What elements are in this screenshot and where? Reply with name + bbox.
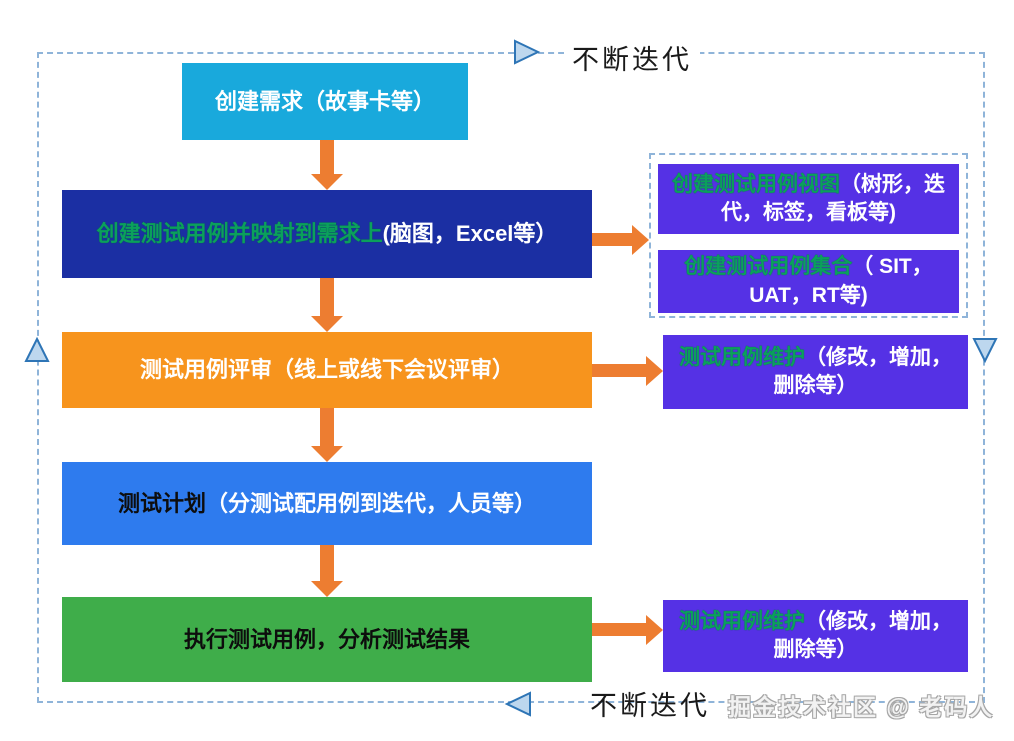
node-maintain-after-execute-highlight: 测试用例维护 xyxy=(679,609,805,633)
node-maintain-after-review-highlight: 测试用例维护 xyxy=(679,345,805,369)
node-create-testcase-rest: (脑图，Excel等） xyxy=(382,221,558,247)
arrow-review-to-maintain xyxy=(592,355,663,387)
iteration-arrow-right-icon xyxy=(514,39,541,65)
node-testcase-suite: 创建测试用例集合（ SIT，UAT，RT等) xyxy=(658,250,959,313)
node-create-testcase: 创建测试用例并映射到需求上(脑图，Excel等） xyxy=(62,190,592,278)
node-testcase-view-highlight: 创建测试用例视图 xyxy=(672,172,840,196)
iteration-arrow-down-icon xyxy=(972,338,998,364)
node-create-requirement: 创建需求（故事卡等） xyxy=(182,63,468,140)
iteration-arrow-up-icon xyxy=(24,336,50,362)
node-execute: 执行测试用例，分析测试结果 xyxy=(62,597,592,682)
node-testcase-view: 创建测试用例视图（树形，迭代，标签，看板等) xyxy=(658,164,959,234)
iteration-arrow-left-icon xyxy=(504,691,531,717)
node-test-plan-text: 测试计划（分测试配用例到迭代，人员等） xyxy=(118,489,536,519)
node-test-plan-dark: 测试计划 xyxy=(117,490,206,516)
node-maintain-after-execute-text: 测试用例维护（修改，增加，删除等） xyxy=(673,608,958,665)
node-testcase-suite-text: 创建测试用例集合（ SIT，UAT，RT等) xyxy=(668,253,949,310)
node-create-testcase-text: 创建测试用例并映射到需求上(脑图，Excel等） xyxy=(97,219,558,249)
node-maintain-after-review-rest: （修改，增加，删除等） xyxy=(773,345,953,397)
node-testcase-view-rest: （树形，迭代，标签，看板等) xyxy=(721,172,945,224)
arrow-testcase-to-organize-group xyxy=(592,224,649,256)
node-execute-text: 执行测试用例，分析测试结果 xyxy=(183,626,470,652)
node-maintain-after-review: 测试用例维护（修改，增加，删除等） xyxy=(663,335,968,409)
iteration-label-bottom: 不断迭代 xyxy=(590,691,710,721)
arrow-execute-to-maintain xyxy=(592,614,663,646)
node-create-testcase-highlight: 创建测试用例并映射到需求上 xyxy=(96,221,383,247)
node-review: 测试用例评审（线上或线下会议评审） xyxy=(62,332,592,408)
arrow-review-to-plan xyxy=(311,408,343,462)
arrow-plan-to-execute xyxy=(311,545,343,597)
arrow-testcase-to-review xyxy=(311,278,343,332)
node-maintain-after-review-text: 测试用例维护（修改，增加，删除等） xyxy=(673,344,958,401)
node-testcase-suite-highlight: 创建测试用例集合 xyxy=(684,255,853,279)
node-maintain-after-execute: 测试用例维护（修改，增加，删除等） xyxy=(663,600,968,672)
node-testcase-suite-rest: （ SIT，UAT，RT等) xyxy=(749,255,933,307)
node-test-plan-rest: （分测试配用例到迭代，人员等） xyxy=(206,490,537,516)
node-create-requirement-text: 创建需求（故事卡等） xyxy=(214,88,435,114)
iteration-label-top: 不断迭代 xyxy=(564,38,700,77)
node-review-text: 测试用例评审（线上或线下会议评审） xyxy=(139,357,514,383)
watermark: 掘金技术社区 @ 老码人 xyxy=(728,694,995,720)
node-testcase-view-text: 创建测试用例视图（树形，迭代，标签，看板等) xyxy=(668,171,949,228)
arrow-requirement-to-testcase xyxy=(311,140,343,190)
node-test-plan: 测试计划（分测试配用例到迭代，人员等） xyxy=(62,462,592,545)
node-maintain-after-execute-rest: （修改，增加，删除等） xyxy=(773,609,953,661)
